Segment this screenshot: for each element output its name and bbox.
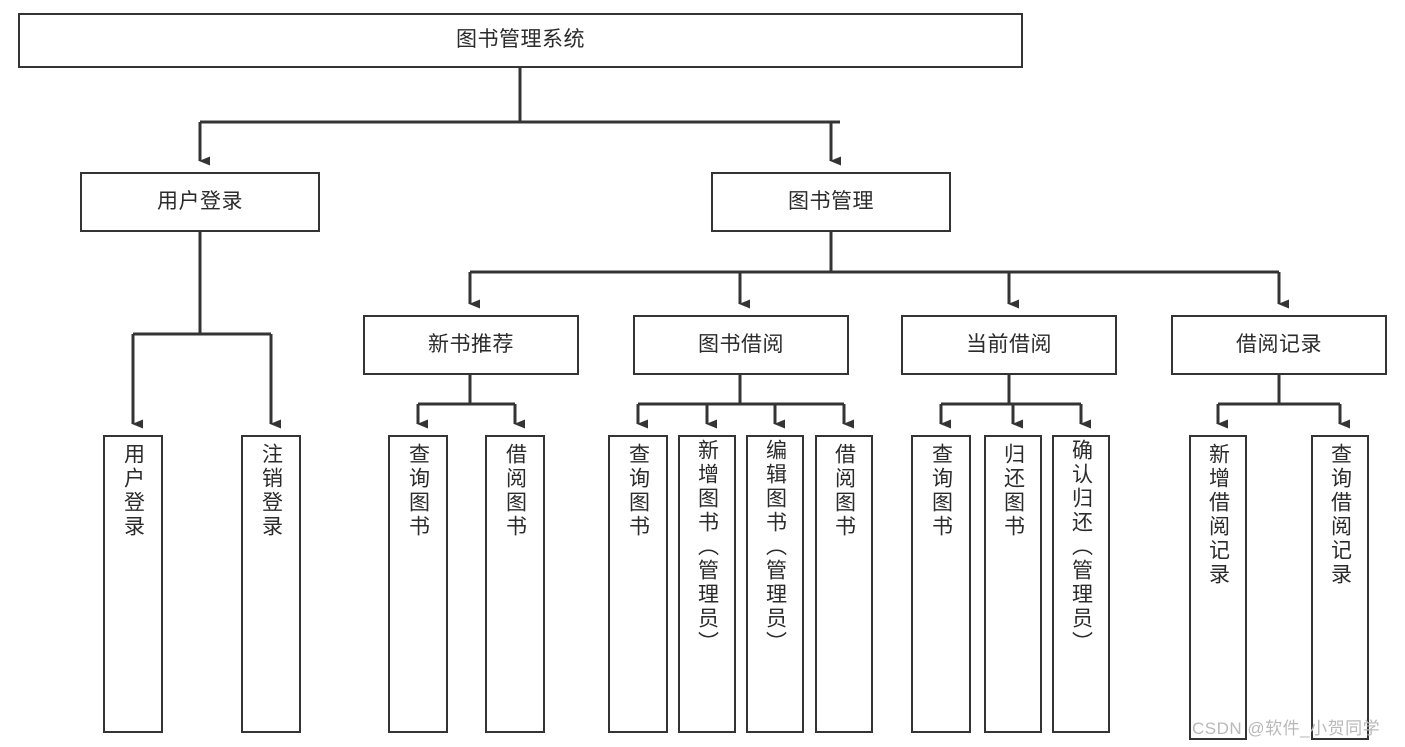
leaf-query-books-recommend[interactable]: 查询图书 <box>388 435 448 733</box>
csdn-watermark: CSDN @软件_小贺同学 <box>1192 719 1381 738</box>
node-current-borrow[interactable]: 当前借阅 <box>901 315 1117 375</box>
leaf-logout-login[interactable]: 注销登录 <box>241 435 301 733</box>
leaf-confirm-return-admin-label: 确认归还（管理员） <box>1069 439 1093 655</box>
leaf-confirm-return-admin[interactable]: 确认归还（管理员） <box>1052 435 1110 733</box>
leaf-query-borrow-record[interactable]: 查询借阅记录 <box>1311 435 1369 740</box>
leaf-user-login[interactable]: 用户登录 <box>103 435 163 733</box>
leaf-logout-login-label: 注销登录 <box>259 443 283 539</box>
node-user-login[interactable]: 用户登录 <box>80 172 320 232</box>
leaf-query-books-recommend-label: 查询图书 <box>406 443 430 539</box>
node-book-borrow-label: 图书借阅 <box>698 332 784 356</box>
leaf-return-books-label: 归还图书 <box>1001 443 1025 539</box>
edges-userlogin-to-leaves <box>131 232 281 429</box>
edges-root-to-level1 <box>198 68 841 166</box>
edges-records-to-leaves <box>1216 375 1350 429</box>
node-user-login-label: 用户登录 <box>157 189 243 213</box>
node-book-borrow[interactable]: 图书借阅 <box>633 315 849 375</box>
node-new-book-recommend-label: 新书推荐 <box>428 332 514 356</box>
edges-borrow-to-leaves <box>636 375 854 429</box>
node-book-management[interactable]: 图书管理 <box>711 172 951 232</box>
leaf-borrow-books[interactable]: 借阅图书 <box>815 435 873 733</box>
leaf-query-books-borrow-label: 查询图书 <box>626 443 650 539</box>
leaf-query-books-borrow[interactable]: 查询图书 <box>608 435 668 733</box>
node-book-management-label: 图书管理 <box>788 189 874 213</box>
node-current-borrow-label: 当前借阅 <box>966 332 1052 356</box>
node-root[interactable]: 图书管理系统 <box>18 13 1023 68</box>
leaf-add-borrow-record[interactable]: 新增借阅记录 <box>1189 435 1247 740</box>
leaf-query-books-current[interactable]: 查询图书 <box>911 435 971 733</box>
leaf-add-book-admin[interactable]: 新增图书（管理员） <box>678 435 736 733</box>
edges-booksmgmt-to-level2 <box>468 232 1289 309</box>
leaf-return-books[interactable]: 归还图书 <box>984 435 1042 733</box>
leaf-borrow-books-recommend[interactable]: 借阅图书 <box>485 435 545 733</box>
node-borrow-record[interactable]: 借阅记录 <box>1171 315 1387 375</box>
leaf-add-borrow-record-label: 新增借阅记录 <box>1206 443 1230 587</box>
node-root-label: 图书管理系统 <box>456 28 585 52</box>
edges-newbooks-to-leaves <box>416 375 525 429</box>
leaf-edit-book-admin[interactable]: 编辑图书（管理员） <box>746 435 804 733</box>
node-borrow-record-label: 借阅记录 <box>1236 332 1322 356</box>
leaf-query-books-current-label: 查询图书 <box>929 443 953 539</box>
leaf-edit-book-admin-label: 编辑图书（管理员） <box>763 439 787 655</box>
edges-current-to-leaves <box>939 375 1091 429</box>
node-new-book-recommend[interactable]: 新书推荐 <box>363 315 579 375</box>
leaf-query-borrow-record-label: 查询借阅记录 <box>1328 443 1352 587</box>
leaf-borrow-books-recommend-label: 借阅图书 <box>503 443 527 539</box>
leaf-add-book-admin-label: 新增图书（管理员） <box>695 439 719 655</box>
leaf-borrow-books-label: 借阅图书 <box>832 443 856 539</box>
leaf-user-login-label: 用户登录 <box>121 443 145 539</box>
